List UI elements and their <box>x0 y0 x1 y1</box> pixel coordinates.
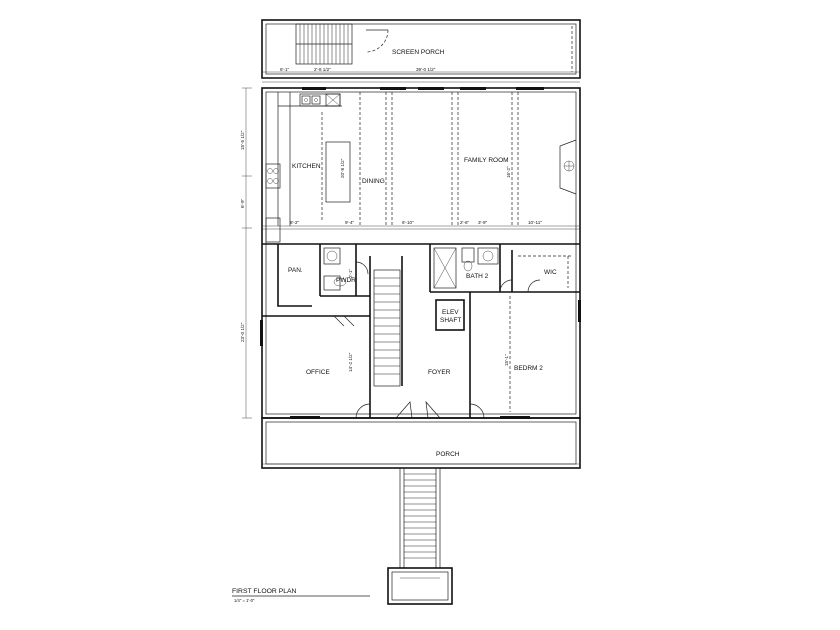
room-label-pantry: PAN. <box>288 267 303 274</box>
screen-door-swing <box>365 29 389 53</box>
doors <box>333 315 485 419</box>
rear-stair <box>295 23 353 65</box>
dim-office-depth: 14'-2 1/2" <box>348 352 353 372</box>
dim-left-mid: 6'-9" <box>240 198 245 208</box>
room-label-foyer: FOYER <box>428 369 451 376</box>
bath2-fixtures: BATH 2 <box>433 247 513 293</box>
dim-family-depth: 16'-2" <box>506 166 511 178</box>
dim-pwdr: 2'-1" <box>348 268 353 278</box>
dim-left-lower: 23'-0 1/2" <box>240 322 245 342</box>
dim-bedroom-depth: 15'-1" <box>504 354 509 366</box>
room-label-elev-line1: ELEV <box>442 309 459 316</box>
room-label-screen-porch: SCREEN PORCH <box>392 49 445 56</box>
dim-mid-f: 10'-11" <box>528 220 542 225</box>
drawing-scale: 1/4" = 1'-0" <box>234 598 255 603</box>
dim-left-upper: 15'-5 1/2" <box>240 130 245 150</box>
dim-mid-a: 8'-2" <box>290 220 300 225</box>
front-porch-area: PORCH <box>261 417 581 469</box>
dim-mid-e: 3'-9" <box>478 220 488 225</box>
main-stair <box>373 269 401 387</box>
room-label-elev-line2: SHAFT <box>440 317 461 324</box>
dim-kitchen-depth: 20'-8 1/2" <box>340 158 345 178</box>
dim-mid-d: 2'-6" <box>460 220 470 225</box>
room-label-office: OFFICE <box>306 369 330 376</box>
kitchen-area: 20'-8 1/2" KITCHEN <box>265 92 351 243</box>
screen-porch-area: SCREEN PORCH 6'-1" 2'-8 1/2" 39'-0 1/2" <box>261 19 581 83</box>
pantry-powder-fixtures: PAN. PWDR 2'-1" <box>288 247 369 291</box>
wic-area: WIC <box>518 255 572 293</box>
room-label-porch: PORCH <box>436 451 460 458</box>
mid-dimensions: 8'-2" 9'-4" 6'-10" 2'-6" 3'-9" 10'-11" <box>262 220 580 230</box>
front-entry-stair <box>387 467 453 605</box>
dim-mid-b: 9'-4" <box>345 220 355 225</box>
dim-top-mid: 2'-8 1/2" <box>314 67 331 72</box>
left-dimensions: 15'-5 1/2" 6'-9" 23'-0 1/2" <box>240 87 252 419</box>
dim-top-overall: 39'-0 1/2" <box>416 67 436 72</box>
interior-walls <box>262 243 580 418</box>
room-label-dining: DINING <box>362 178 385 185</box>
room-label-bath2: BATH 2 <box>466 273 489 280</box>
room-label-bedroom2: BEDRM 2 <box>514 365 543 372</box>
fireplace-symbol <box>559 139 577 195</box>
drawing-title-block: FIRST FLOOR PLAN 1/4" = 1'-0" <box>232 588 370 603</box>
room-label-kitchen: KITCHEN <box>292 163 321 170</box>
dim-top-left: 6'-1" <box>280 67 290 72</box>
dim-mid-c: 6'-10" <box>402 220 414 225</box>
living-area: DINING FAMILY ROOM 16'-2" <box>359 92 577 226</box>
room-label-family-room: FAMILY ROOM <box>464 157 509 164</box>
room-label-wic: WIC <box>544 269 557 276</box>
drawing-title: FIRST FLOOR PLAN <box>232 588 297 595</box>
room-label-powder: PWDR <box>336 277 356 284</box>
